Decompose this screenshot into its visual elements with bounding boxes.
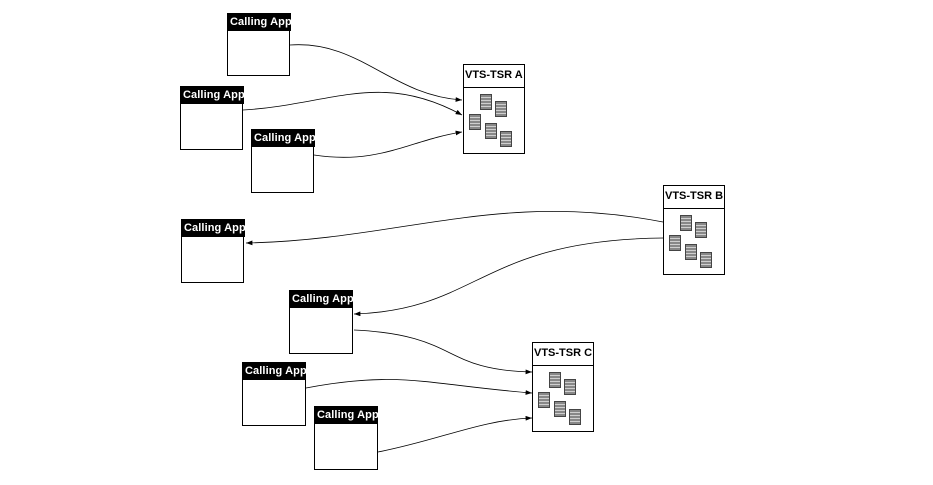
connector-tsr-b-app4	[245, 210, 664, 246]
tsr-divider	[664, 208, 724, 209]
calling-app-3[interactable]: Calling App	[251, 129, 316, 193]
calling-app-4[interactable]: Calling App	[181, 219, 246, 283]
calling-app-title: Calling App	[314, 406, 379, 424]
server-icon	[500, 131, 512, 147]
calling-app-2[interactable]: Calling App	[180, 86, 245, 150]
calling-app-title: Calling App	[227, 13, 292, 31]
calling-app-title: Calling App	[180, 86, 245, 104]
server-icon	[480, 94, 492, 110]
connector-app7-tsr-c	[305, 379, 533, 395]
tsr-divider	[533, 365, 593, 366]
calling-app-7[interactable]: Calling App	[314, 406, 379, 470]
server-icon	[564, 379, 576, 395]
connector-app3-tsr-a	[313, 130, 463, 158]
connector-app2-tsr-a	[242, 91, 463, 116]
calling-app-5[interactable]: Calling App	[289, 290, 354, 354]
calling-app-6[interactable]: Calling App	[242, 362, 307, 426]
calling-app-title: Calling App	[289, 290, 354, 308]
server-icon	[469, 114, 481, 130]
connector-app5-tsr-c	[353, 329, 533, 375]
connector-tsr-b-app5	[353, 237, 664, 317]
server-icon	[549, 372, 561, 388]
server-icon	[485, 123, 497, 139]
calling-app-title: Calling App	[181, 219, 246, 237]
server-icon	[495, 101, 507, 117]
calling-app-title: Calling App	[242, 362, 307, 380]
calling-app-1[interactable]: Calling App	[227, 13, 292, 76]
calling-app-title: Calling App	[251, 129, 316, 147]
connector-app8-tsr-c	[377, 415, 533, 453]
server-icon	[569, 409, 581, 425]
tsr-node-c[interactable]: VTS-TSR C	[532, 342, 594, 432]
tsr-node-b[interactable]: VTS-TSR B	[663, 185, 725, 275]
server-icon	[554, 401, 566, 417]
server-icon	[538, 392, 550, 408]
tsr-node-a[interactable]: VTS-TSR A	[463, 64, 525, 154]
server-icon	[685, 244, 697, 260]
server-icon	[669, 235, 681, 251]
tsr-title: VTS-TSR A	[465, 69, 523, 81]
server-icon	[680, 215, 692, 231]
tsr-title: VTS-TSR B	[665, 190, 724, 202]
tsr-divider	[464, 87, 524, 88]
tsr-title: VTS-TSR C	[534, 347, 593, 359]
server-icon	[695, 222, 707, 238]
server-icon	[700, 252, 712, 268]
connector-app1-tsr-a	[289, 44, 463, 102]
